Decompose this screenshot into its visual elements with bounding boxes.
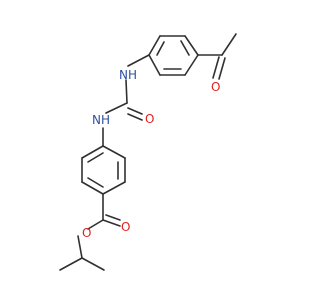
urea-double-bond — [127, 113, 143, 121]
ring1-bond — [148, 35, 161, 56]
molecule-structure: NH NH O O O O — [59, 33, 237, 271]
ring1-inner-double — [180, 40, 190, 56]
atom-label-o-ketone: O — [211, 80, 220, 94]
atom-label-nh-upper: NH — [119, 68, 137, 82]
ester-bond — [77, 235, 83, 259]
ester-group — [59, 193, 121, 271]
ring1-inner-double — [156, 41, 165, 56]
urea-bond — [105, 102, 128, 114]
ester-double-bond — [105, 214, 121, 221]
benzoate-ring — [81, 145, 126, 195]
atom-labels: NH NH O O O O — [82, 68, 220, 240]
acetyl-group — [197, 33, 237, 80]
ring1-bond — [148, 54, 161, 76]
ketone-double-bond — [218, 57, 226, 80]
ring2-bond — [102, 181, 126, 195]
acetyl-bond — [221, 33, 237, 56]
atom-label-o-carbonyl: O — [121, 220, 130, 234]
atom-label-o-urea: O — [145, 112, 154, 126]
urea-bond — [125, 79, 128, 104]
atom-label-nh-lower: NH — [92, 113, 110, 127]
ring2-bond — [102, 145, 126, 159]
urea-linker — [102, 54, 150, 147]
isopropyl-bond — [59, 257, 83, 271]
ring2-bond — [81, 181, 104, 195]
isopropyl-bond — [81, 257, 105, 271]
urea-double-bond — [127, 107, 143, 115]
ketone-double-bond — [212, 56, 220, 79]
atom-label-o-ester: O — [82, 226, 91, 240]
acetylphenyl-ring — [148, 35, 199, 76]
ring1-bond — [184, 35, 199, 56]
ring1-bond — [184, 54, 199, 76]
ring2-inner-double — [87, 152, 104, 163]
ring2-inner-double — [87, 177, 104, 188]
ring2-bond — [81, 145, 104, 159]
ester-double-bond — [102, 219, 121, 227]
ester-bond — [87, 219, 104, 230]
urea-bond — [127, 54, 150, 67]
